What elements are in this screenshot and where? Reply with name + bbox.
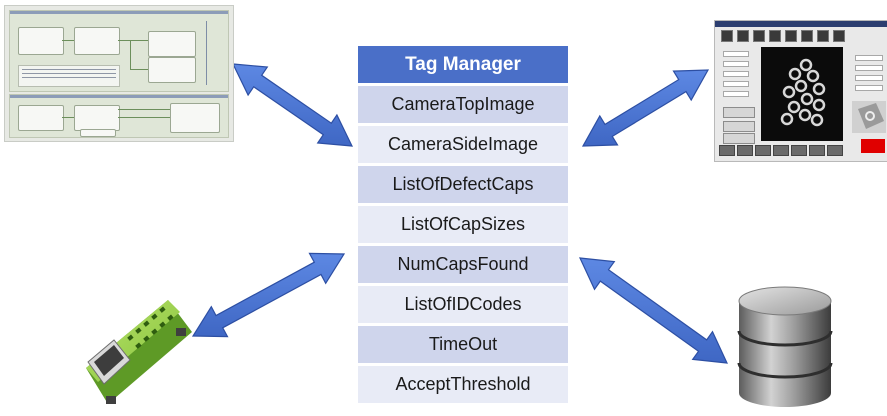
part-preview xyxy=(852,101,886,133)
tag-row: ListOfCapSizes xyxy=(358,206,568,243)
double-headed-arrow-icon xyxy=(191,252,346,338)
io-terminal-module-icon xyxy=(86,300,192,404)
tag-row: NumCapsFound xyxy=(358,246,568,283)
workflow-note xyxy=(18,65,120,87)
workflow-node xyxy=(170,103,220,133)
workflow-node xyxy=(18,105,64,131)
workflow-editor-screenshot-icon xyxy=(4,5,234,142)
tag-manager-table: Tag Manager CameraTopImage CameraSideIma… xyxy=(358,46,568,403)
tag-manager-title: Tag Manager xyxy=(358,46,568,83)
workflow-node xyxy=(18,27,64,55)
double-headed-arrow-icon xyxy=(581,69,710,147)
workflow-node xyxy=(74,27,120,55)
vision-hmi-screenshot-icon xyxy=(714,20,887,162)
double-headed-arrow-icon xyxy=(579,257,728,364)
workflow-node xyxy=(148,57,196,83)
workflow-node xyxy=(148,31,196,57)
tag-row: CameraSideImage xyxy=(358,126,568,163)
camera-view xyxy=(761,47,843,141)
tag-row: ListOfDefectCaps xyxy=(358,166,568,203)
double-headed-arrow-icon xyxy=(231,63,354,147)
tag-row: ListOfIDCodes xyxy=(358,286,568,323)
tag-row: TimeOut xyxy=(358,326,568,363)
database-icon xyxy=(737,286,833,407)
workflow-panel xyxy=(9,10,229,92)
tag-row: CameraTopImage xyxy=(358,86,568,123)
stop-indicator xyxy=(861,139,885,153)
workflow-node xyxy=(74,105,120,131)
workflow-node xyxy=(80,129,116,137)
workflow-panel xyxy=(9,94,229,138)
tag-row: AcceptThreshold xyxy=(358,366,568,403)
